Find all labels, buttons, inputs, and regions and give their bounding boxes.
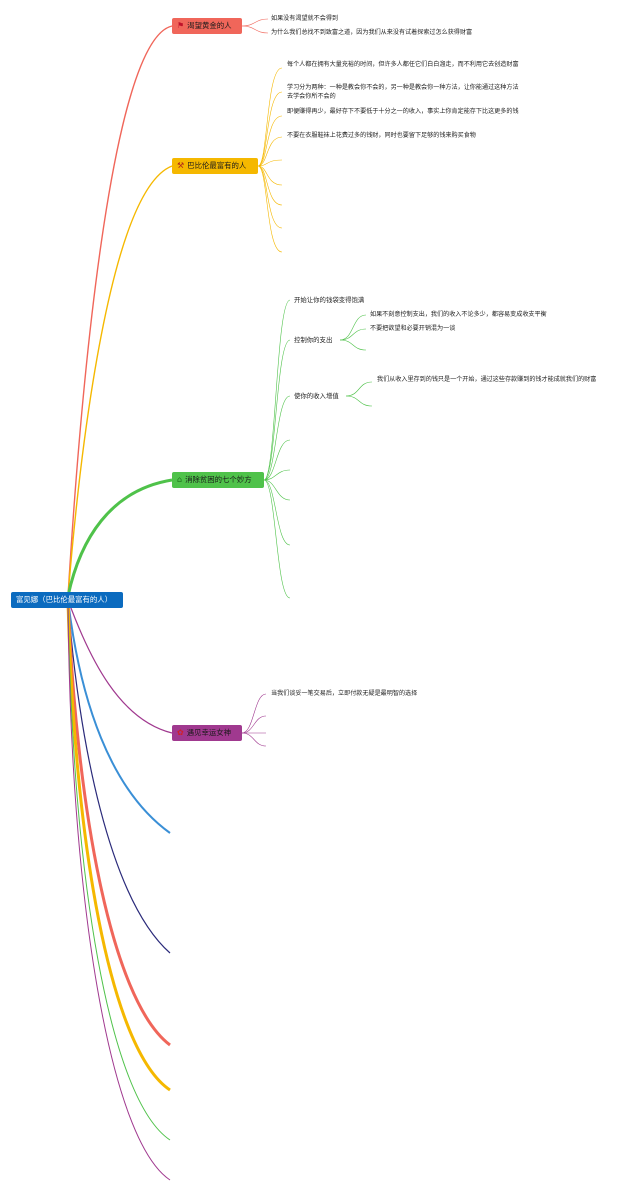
link-branch-1 <box>67 25 173 597</box>
branch-topic-3[interactable]: ⌂ 消除贫困的七个妙方 <box>172 472 264 488</box>
link-collapsed-2 <box>67 599 171 954</box>
sub-topic[interactable]: 开始让你的钱袋变得饱满 <box>294 296 365 304</box>
root-topic-label: 富见娜（巴比伦最富有的人） <box>16 595 113 604</box>
link-b3c3-leaf-1 <box>345 381 373 397</box>
branch-topic-4[interactable]: ✿ 遇见幸运女神 <box>172 725 242 741</box>
branch-topic-4-label: 遇见幸运女神 <box>186 728 232 737</box>
link-b2-stub-4 <box>257 165 283 229</box>
link-b2-leaf-4 <box>257 136 283 167</box>
link-b1-leaf-1 <box>241 18 269 27</box>
leaf-topic[interactable]: 为什么我们总找不到致富之道，因为我们从来没有试着探索过怎么获得财富 <box>271 29 473 36</box>
leaf-topic[interactable]: 不要在衣服鞋袜上花费过多的钱财，同时也要留下足够的钱来购买食物 <box>287 132 476 139</box>
sub-topic[interactable]: 使你的收入增值 <box>294 392 339 400</box>
leaf-topic[interactable]: 如果没有渴望就不会得到 <box>271 15 339 22</box>
house-icon: ⌂ <box>177 475 183 484</box>
link-collapsed-4 <box>66 599 171 1092</box>
link-b2-leaf-1 <box>257 67 283 167</box>
leaf-topic[interactable]: 我们从收入里存到的钱只是一个开始，通过这些存款赚到的钱才能成就我们的财富 <box>377 376 597 383</box>
link-b3-stub-2 <box>263 469 291 481</box>
link-b3-child-1 <box>263 299 291 481</box>
link-branch-4 <box>67 599 173 734</box>
link-collapsed-1 <box>67 599 171 834</box>
leaf-topic[interactable]: 即便赚得再少，最好存下不要低于十分之一的收入，事实上你肯定能存下比这更多的钱 <box>287 108 519 115</box>
link-b3c2-stub <box>339 339 367 351</box>
link-b3c2-leaf-1 <box>339 314 367 341</box>
branch-topic-1[interactable]: ⚑ 渴望黄金的人 <box>172 18 242 34</box>
link-b4-leaf-1 <box>241 693 267 734</box>
link-collapsed-6 <box>67 599 171 1181</box>
link-b3-child-2 <box>263 339 291 481</box>
leaf-topic[interactable]: 不要把欲望和必要开销混为一谈 <box>370 325 456 332</box>
link-b3c3-stub <box>345 395 373 407</box>
flag-icon: ⚑ <box>177 21 185 30</box>
link-b3-stub-5 <box>263 479 291 599</box>
link-b2-stub-1 <box>257 159 283 167</box>
branch-topic-1-label: 渴望黄金的人 <box>187 21 232 30</box>
leaf-topic[interactable]: 当我们谈妥一笔交易后，立即付款无疑是最明智的选择 <box>271 690 418 697</box>
root-topic[interactable]: 富见娜（巴比伦最富有的人） <box>11 592 123 608</box>
link-branch-2 <box>67 165 173 597</box>
branch-topic-2-label: 巴比伦最富有的人 <box>187 161 247 170</box>
sub-topic[interactable]: 控制你的支出 <box>294 336 333 344</box>
link-b3-child-3 <box>263 395 291 481</box>
link-b3-stub-3 <box>263 479 291 501</box>
link-collapsed-3 <box>66 599 171 1047</box>
leaf-topic[interactable]: 如果不刻意控制支出，我们的收入不论多少，都容易变成收支平衡 <box>370 311 547 318</box>
link-b3-stub-4 <box>263 479 291 546</box>
link-branch-3 <box>66 478 173 597</box>
branch-topic-2[interactable]: ⚒ 巴比伦最富有的人 <box>172 158 258 174</box>
link-b2-stub-3 <box>257 165 283 206</box>
tools-icon: ⚒ <box>177 161 185 170</box>
link-b1-leaf-2 <box>241 25 269 34</box>
leaf-topic[interactable]: 学习分为两种：一种是教会你不会的，另一种是教会你一种方法，让你能通过这种方法去学… <box>287 84 519 100</box>
branch-topic-3-label: 消除贫困的七个妙方 <box>185 475 252 484</box>
leaf-topic[interactable]: 每个人都在拥有大量充裕的时间，但许多人都任它们白白溜走，而不利用它去创造财富 <box>287 61 519 68</box>
clover-icon: ✿ <box>177 728 184 737</box>
link-b4-stub-1 <box>241 715 267 734</box>
link-b3-stub-1 <box>263 439 291 481</box>
link-collapsed-5 <box>67 599 171 1141</box>
link-b2-leaf-3 <box>257 115 283 167</box>
link-b3c2-leaf-2 <box>339 328 367 341</box>
link-b2-leaf-2 <box>257 91 283 167</box>
link-b2-stub-5 <box>257 165 283 253</box>
link-b4-stub-3 <box>241 732 267 747</box>
